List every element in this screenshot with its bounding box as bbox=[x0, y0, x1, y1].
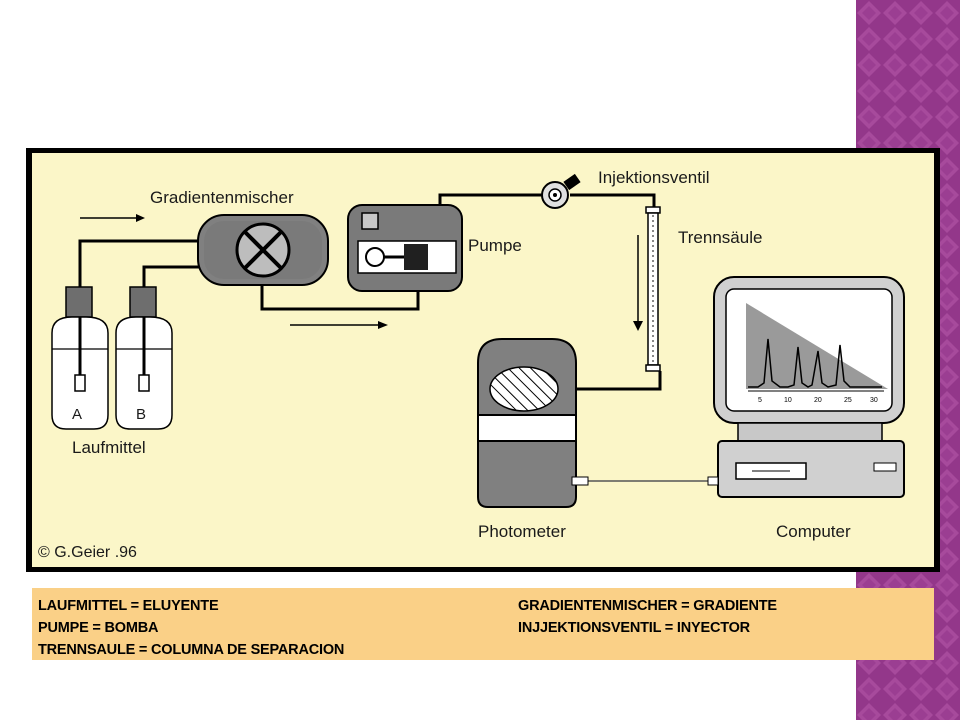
label-bottle-a: A bbox=[72, 406, 82, 423]
screen-tick-label: 20 bbox=[814, 397, 822, 404]
label-pump: Pumpe bbox=[468, 236, 522, 255]
copyright-text: © G.Geier .96 bbox=[38, 544, 137, 561]
hplc-diagram-frame: 5 10 20 25 30 Gradientenmischer Injektio… bbox=[26, 148, 940, 572]
computer bbox=[707, 276, 905, 498]
label-column: Trennsäule bbox=[678, 228, 762, 247]
label-injector: Injektionsventil bbox=[598, 168, 710, 187]
screen-tick-label: 5 bbox=[758, 397, 762, 404]
flow-arrow-top bbox=[80, 214, 145, 222]
legend-left-line-2: PUMPE = BOMBA bbox=[38, 620, 159, 636]
hplc-diagram: 5 10 20 25 30 Gradientenmischer Injektio… bbox=[32, 153, 934, 567]
pump bbox=[347, 204, 463, 292]
label-bottle-b: B bbox=[136, 406, 146, 423]
flow-arrow-bottom bbox=[290, 321, 388, 329]
screen-tick-label: 25 bbox=[844, 397, 852, 404]
chromatogram-trace bbox=[748, 338, 882, 388]
photometer bbox=[477, 338, 589, 508]
legend-left-line-1: LAUFMITTEL = ELUYENTE bbox=[38, 598, 219, 614]
eluent-bottle-b bbox=[115, 286, 173, 430]
injection-valve bbox=[541, 173, 581, 209]
label-gradient-mixer: Gradientenmischer bbox=[150, 188, 294, 207]
separation-column bbox=[645, 206, 661, 372]
flow-arrow-down bbox=[633, 235, 643, 331]
screen-tick-label: 30 bbox=[870, 397, 878, 404]
screen-tick-label: 10 bbox=[784, 397, 792, 404]
legend-left-line-3: TRENNSAULE = COLUMNA DE SEPARACION bbox=[38, 642, 345, 658]
label-photometer: Photometer bbox=[478, 522, 566, 541]
label-computer: Computer bbox=[776, 522, 851, 541]
translation-legend: LAUFMITTEL = ELUYENTE PUMPE = BOMBA TREN… bbox=[32, 588, 934, 660]
legend-right-line-1: GRADIENTENMISCHER = GRADIENTE bbox=[518, 598, 777, 614]
eluent-bottle-a bbox=[51, 286, 109, 430]
gradient-mixer bbox=[197, 214, 329, 286]
label-eluent: Laufmittel bbox=[72, 438, 146, 457]
legend-right-line-2: INJJEKTIONSVENTIL = INYECTOR bbox=[518, 620, 750, 636]
